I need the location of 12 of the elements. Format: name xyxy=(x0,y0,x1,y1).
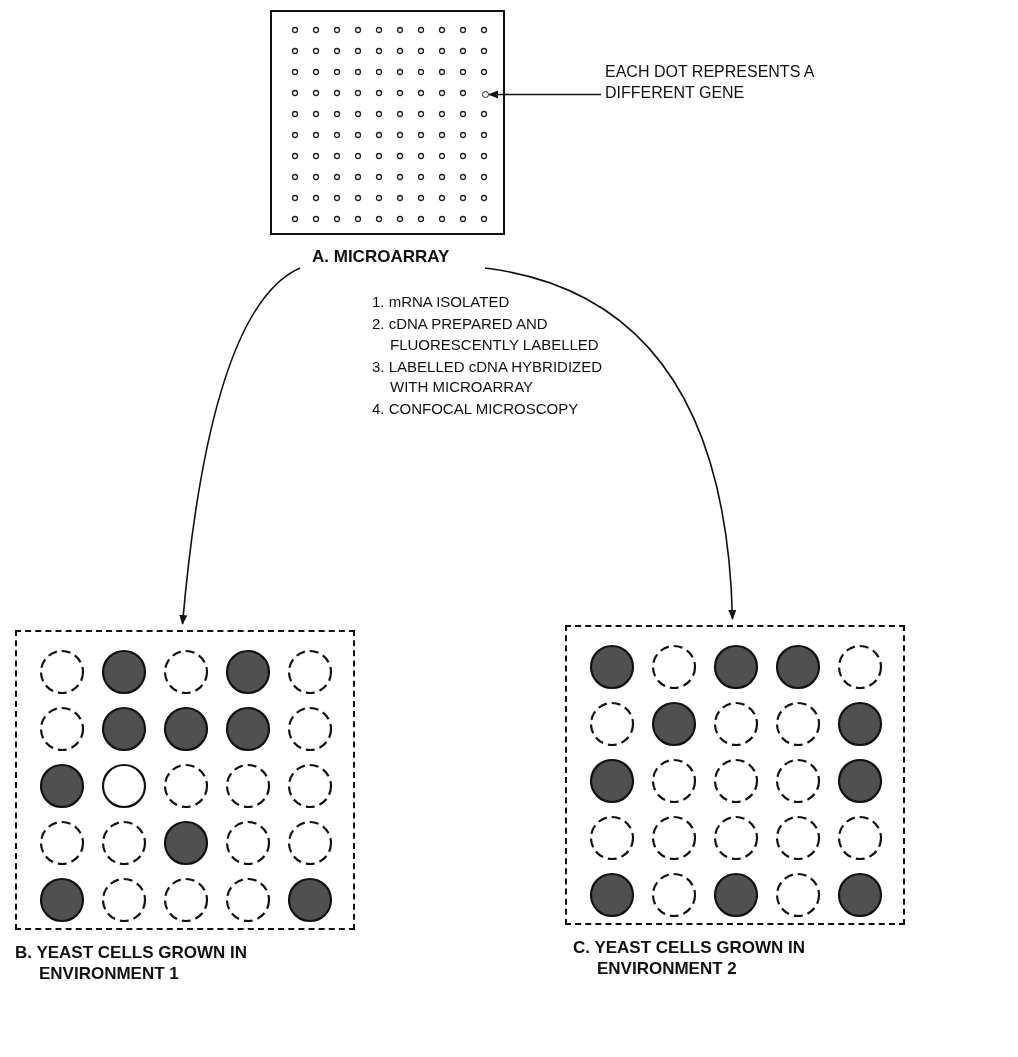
callout-text: EACH DOT REPRESENTS A DIFFERENT GENE xyxy=(605,62,875,107)
step-text: 4. CONFOCAL MICROSCOPY xyxy=(372,399,580,420)
step-text: 1. mRNA ISOLATED xyxy=(372,292,511,312)
leader-arrow xyxy=(488,90,602,99)
node-label: B. YEAST CELLS GROWN IN ENVIRONMENT 1 xyxy=(15,942,249,985)
step-text: 2. cDNA PREPARED AND FLUORESCENTLY LABELLED xyxy=(372,314,600,355)
gene-dot xyxy=(482,91,489,98)
arrow xyxy=(179,267,301,625)
step-text: 3. LABELLED cDNA HYBRIDIZED WITH MICROARRAY xyxy=(372,356,604,397)
node-label: C. YEAST CELLS GROWN IN ENVIRONMENT 2 xyxy=(573,937,807,980)
node-label: A. MICROARRAY xyxy=(312,246,450,268)
arrow xyxy=(484,267,736,620)
